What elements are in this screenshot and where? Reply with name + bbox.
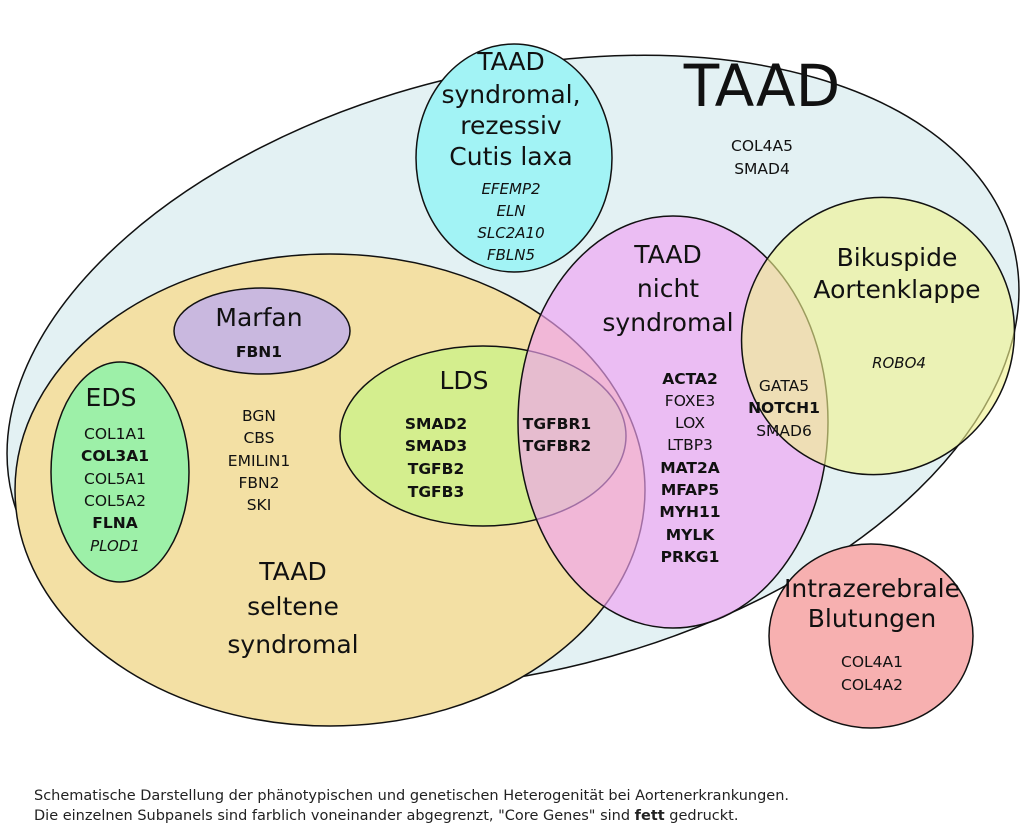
- bikuspide-overlap-gene: SMAD6: [756, 422, 812, 440]
- venn-diagram: TAAD COL4A5 SMAD4 TAAD syndromal, rezess…: [6, 43, 1020, 729]
- eds-title: EDS: [86, 383, 137, 412]
- caption-bold-word: fett: [634, 808, 665, 824]
- eds-gene: PLOD1: [90, 537, 140, 555]
- nicht-title-line: nicht: [637, 274, 699, 303]
- marfan-title: Marfan: [215, 303, 302, 332]
- selten-title-line: TAAD: [258, 557, 326, 586]
- selten-gene: EMILIN1: [228, 452, 290, 470]
- selten-gene: CBS: [243, 429, 274, 447]
- eds-gene: FLNA: [92, 514, 137, 532]
- nicht-gene: MYH11: [659, 503, 720, 521]
- blutungen-gene: COL4A2: [841, 676, 903, 694]
- selten-title-line: seltene: [247, 592, 339, 621]
- blutungen-title-line: Blutungen: [808, 604, 937, 633]
- nicht-title-line: TAAD: [633, 240, 701, 269]
- blutungen-title-line: Intrazerebrale: [784, 574, 960, 603]
- rezessiv-gene: SLC2A10: [477, 224, 544, 242]
- lds-gene: SMAD3: [405, 437, 467, 455]
- selten-gene: FBN2: [238, 474, 279, 492]
- eds-gene: COL3A1: [81, 447, 149, 465]
- lds-gene: TGFB2: [408, 460, 464, 478]
- blutungen-gene: COL4A1: [841, 653, 903, 671]
- taad-gene: SMAD4: [734, 160, 790, 178]
- bikuspide-title-line: Aortenklappe: [813, 275, 980, 304]
- rezessiv-title-line: Cutis laxa: [449, 142, 572, 171]
- bikuspide-region: [740, 196, 1016, 476]
- overlap-gene: TGFBR1: [523, 415, 591, 433]
- nicht-gene: ACTA2: [662, 370, 718, 388]
- caption-line-2-start: Die einzelnen Subpanels sind farblich vo…: [34, 808, 635, 824]
- lds-gene: SMAD2: [405, 415, 467, 433]
- rezessiv-gene: FBLN5: [487, 246, 535, 264]
- taad-gene: COL4A5: [731, 137, 793, 155]
- nicht-gene: MYLK: [666, 526, 716, 544]
- rezessiv-gene: ELN: [496, 202, 525, 220]
- eds-gene: COL5A1: [84, 470, 146, 488]
- eds-gene: COL1A1: [84, 425, 146, 443]
- selten-gene: SKI: [247, 496, 272, 514]
- caption-line-2-end: gedruckt.: [664, 808, 739, 824]
- lds-gene: TGFB3: [408, 483, 464, 501]
- taad-rezessiv-region: [415, 43, 613, 273]
- nicht-gene: LOX: [675, 414, 705, 432]
- selten-gene: BGN: [242, 407, 276, 425]
- nicht-gene: FOXE3: [665, 392, 715, 410]
- caption-line-2: Die einzelnen Subpanels sind farblich vo…: [34, 806, 1004, 826]
- marfan-gene: FBN1: [236, 343, 282, 361]
- blutungen-region: [768, 543, 974, 729]
- bikuspide-overlap-gene: NOTCH1: [748, 399, 820, 417]
- eds-gene: COL5A2: [84, 492, 146, 510]
- selten-title-line: syndromal: [227, 630, 358, 659]
- nicht-gene: MAT2A: [660, 459, 720, 477]
- nicht-gene: MFAP5: [661, 481, 719, 499]
- rezessiv-gene: EFEMP2: [481, 180, 540, 198]
- rezessiv-title-line: TAAD: [476, 47, 544, 76]
- marfan-region: [173, 287, 351, 375]
- taad-title: TAAD: [683, 52, 841, 120]
- caption-line-1: Schematische Darstellung der phänotypisc…: [34, 788, 790, 804]
- nicht-gene: PRKG1: [661, 548, 720, 566]
- rezessiv-title-line: rezessiv: [460, 111, 562, 140]
- eds-region: [50, 361, 190, 583]
- nicht-title-line: syndromal: [602, 308, 733, 337]
- bikuspide-gene: ROBO4: [872, 354, 926, 372]
- rezessiv-title-line: syndromal,: [441, 80, 580, 109]
- bikuspide-overlap-gene: GATA5: [759, 377, 809, 395]
- lds-title: LDS: [439, 366, 488, 395]
- bikuspide-title-line: Bikuspide: [837, 243, 958, 272]
- nicht-gene: LTBP3: [667, 436, 713, 454]
- overlap-gene: TGFBR2: [523, 437, 591, 455]
- figure-caption: Schematische Darstellung der phänotypisc…: [34, 786, 1004, 826]
